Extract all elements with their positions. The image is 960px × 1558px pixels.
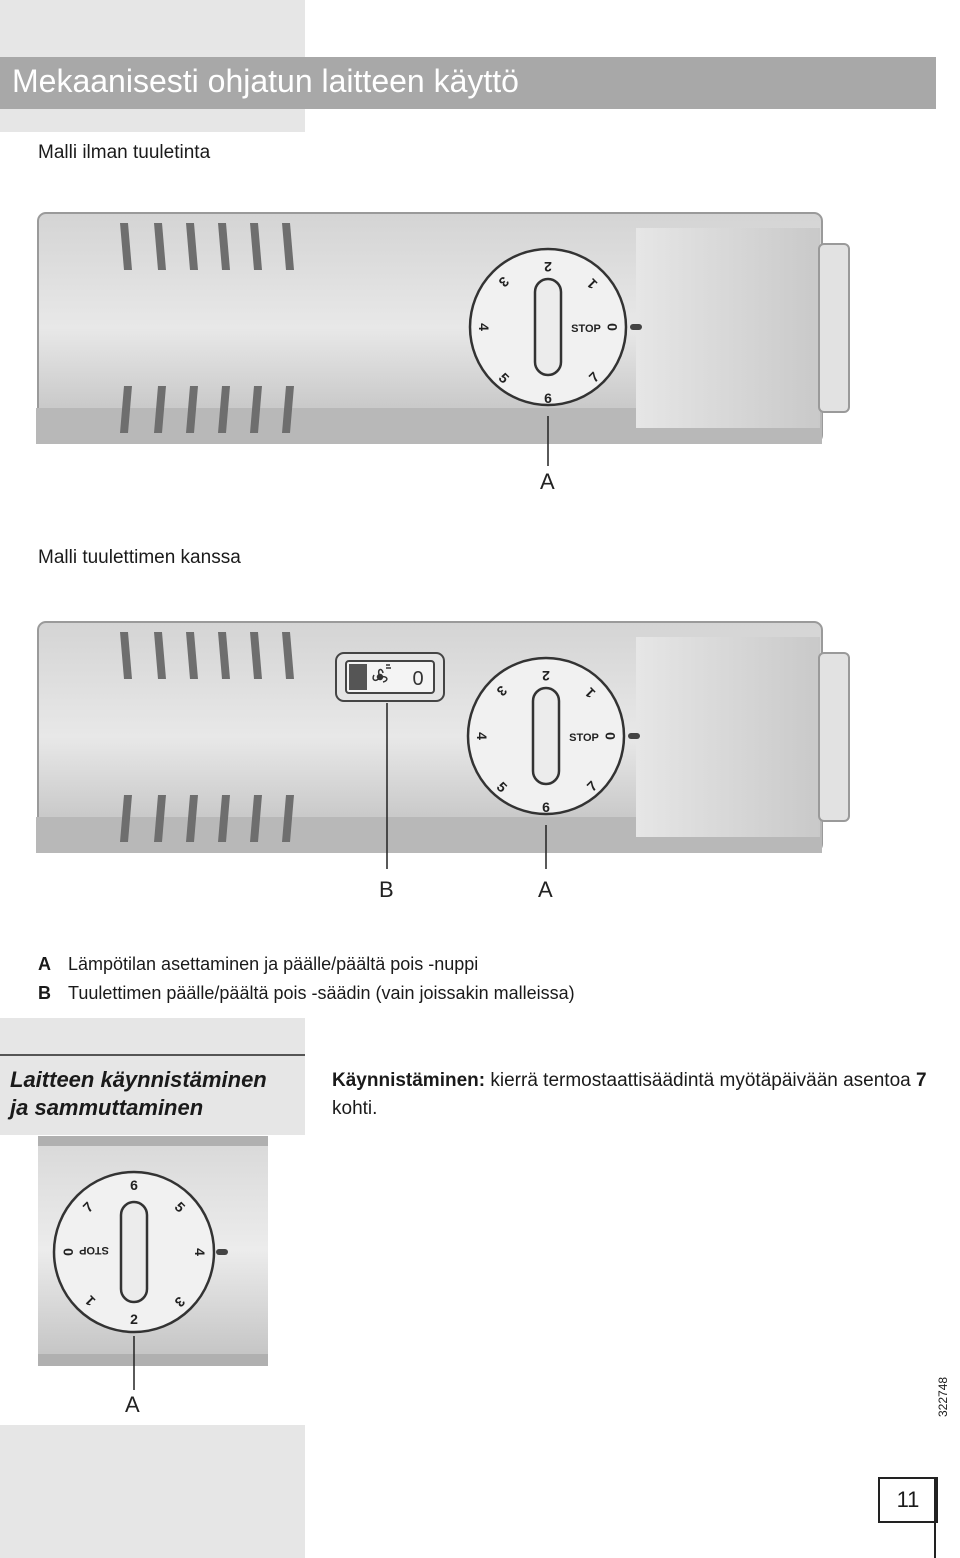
body-bold-lead: Käynnistäminen: [332, 1070, 486, 1091]
dial-grip [119, 1200, 149, 1304]
legend-key: A [38, 954, 51, 974]
body-text: kierrä termostaattisäädintä myötäpäivään… [485, 1070, 916, 1091]
title-bar [0, 57, 936, 109]
fan-icon [372, 664, 391, 683]
panel-end-cap [818, 243, 850, 413]
fan-switch-value: 0 [412, 668, 423, 690]
dial-number: 0 [60, 1248, 76, 1256]
thermostat-closeup-figure-3: 6 5 4 3 2 1 0 7 STOP [38, 1136, 268, 1390]
dial-number: 0 [602, 732, 618, 740]
legend-item-a: A Lämpötilan asettaminen ja päälle/päältä… [38, 954, 478, 975]
dial-number: 6 [544, 390, 552, 406]
dial-number: 2 [544, 259, 552, 275]
document-number: 322748 [936, 1376, 950, 1417]
dial-stop-label: STOP [79, 1244, 109, 1256]
dial-number: 4 [192, 1248, 208, 1256]
dial-number: 2 [542, 668, 550, 684]
figure2-caption: Malli tuulettimen kanssa [38, 547, 241, 568]
dial-marker [216, 1249, 228, 1255]
dial-number: 6 [130, 1177, 138, 1193]
thermostat-panel-figure-2: 0 2 1 0 7 6 5 4 3 STOP [36, 621, 850, 869]
panel-end-cap [818, 652, 850, 822]
dial-number: 6 [542, 799, 550, 815]
dial-number: 4 [476, 323, 492, 331]
section-body: Käynnistäminen: kierrä termostaattisäädi… [332, 1067, 932, 1123]
callout-label-a: A [125, 1392, 140, 1417]
page-title: Mekaanisesti ohjatun laitteen käyttö [12, 63, 519, 99]
thermostat-dial: 6 5 4 3 2 1 0 7 STOP [52, 1170, 216, 1334]
page-number: 11 [878, 1477, 938, 1523]
dial-number: 4 [474, 732, 490, 740]
callout-label-b: B [379, 877, 394, 902]
vent-slots-bottom [120, 386, 294, 433]
dial-marker [630, 324, 642, 330]
section-title: Laitteen käynnistäminen ja sammuttaminen [10, 1066, 267, 1122]
callout-label-a: A [538, 877, 553, 902]
dial-stop-label: STOP [569, 732, 599, 744]
legend-text: Tuulettimen päälle/päältä pois -säädin [68, 983, 371, 1003]
page-number-rule [934, 1477, 936, 1558]
section-title-line-2: ja sammuttaminen [10, 1095, 204, 1120]
dial-number: 0 [604, 323, 620, 331]
fan-switch: 0 [335, 652, 445, 702]
dial-grip [533, 277, 563, 377]
thermostat-dial: 2 1 0 7 6 5 4 3 STOP [468, 247, 628, 407]
dial-stop-label: STOP [571, 323, 601, 335]
legend-text: Lämpötilan asettaminen ja päälle/päältä … [68, 954, 479, 974]
figure1-caption: Malli ilman tuuletinta [38, 142, 211, 163]
dial-number: 2 [130, 1311, 138, 1327]
dial-marker [628, 733, 640, 739]
vent-slots-top [120, 223, 294, 270]
side-panel-bottom [0, 1425, 305, 1558]
dial-grip [531, 686, 561, 786]
section-rule [0, 1054, 305, 1056]
thermostat-dial: 2 1 0 7 6 5 4 3 STOP [466, 656, 626, 816]
side-panel-middle [0, 1018, 305, 1135]
section-title-line-1: Laitteen käynnistäminen [10, 1067, 267, 1092]
legend-note: (vain joissakin malleissa) [370, 983, 575, 1003]
body-bold-number: 7 [916, 1070, 927, 1091]
vent-slots-top [120, 632, 294, 679]
vent-slots-bottom [120, 795, 294, 842]
thermostat-panel-figure-1: 2 1 0 7 6 5 4 3 STOP [36, 212, 850, 466]
legend-key: B [38, 983, 51, 1003]
callout-label-a: A [540, 469, 555, 494]
body-end: kohti. [332, 1098, 378, 1119]
